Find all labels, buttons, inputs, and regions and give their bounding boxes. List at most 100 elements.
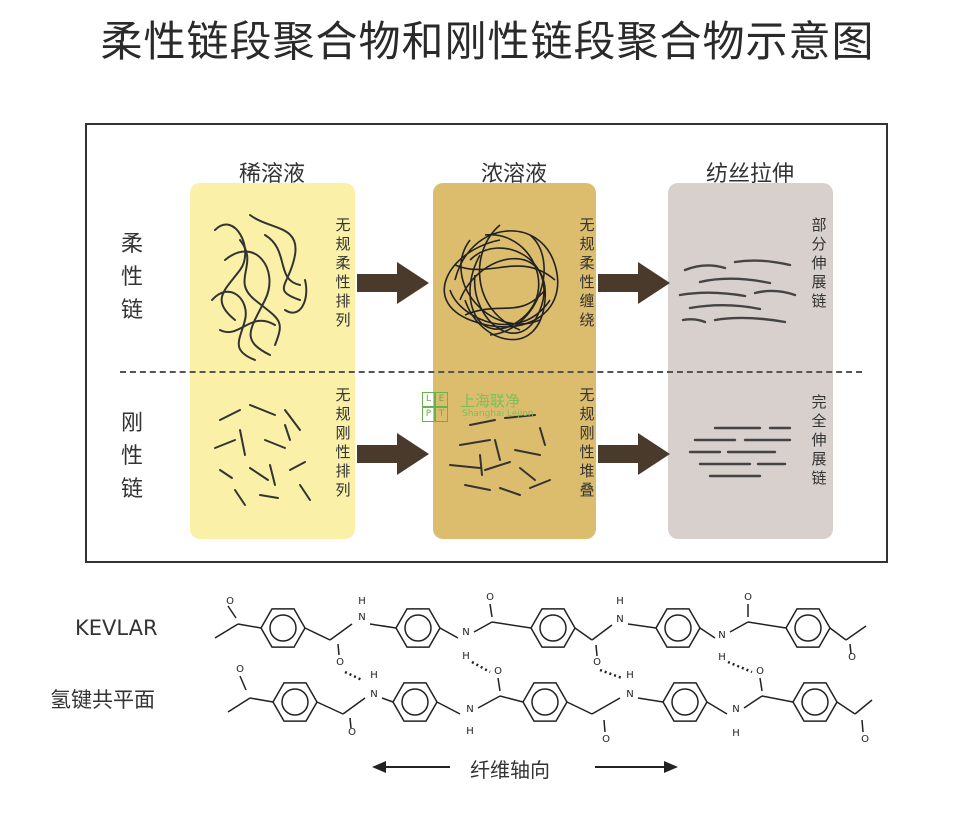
label-rigid-concentrated: 无规刚性堆叠: [579, 386, 595, 499]
fiber-axis-label: 纤维轴向: [470, 758, 550, 782]
hydrogen-bond-plane-label: 氢键共平面: [50, 688, 155, 712]
atom-n: N: [370, 689, 377, 700]
atom-n: N: [626, 689, 633, 700]
bond: [491, 621, 532, 629]
bond: [316, 701, 344, 715]
label-flex-concentrated: 无规柔性缠绕: [579, 216, 595, 329]
bond: [249, 697, 274, 703]
bond: [439, 627, 459, 639]
bond: [729, 621, 749, 633]
bond: [342, 697, 366, 715]
column-title-dilute: 稀溶液: [238, 162, 305, 187]
flexible-concentrated-tangle: [443, 224, 559, 341]
atom-o: O: [744, 592, 752, 603]
benzene-ring-circle: [671, 688, 699, 716]
atom-o: O: [236, 664, 244, 675]
label-flex-spinning: 部分伸展链: [811, 216, 827, 310]
atom-h: H: [626, 670, 634, 681]
bond: [349, 717, 352, 729]
bond: [829, 627, 847, 641]
benzene-ring-circle: [404, 614, 432, 642]
bond: [706, 701, 728, 715]
row-label-flexible-char: 柔性链: [120, 232, 143, 323]
column-title-spinning: 纺丝拉伸: [705, 162, 794, 187]
benzene-ring-circle: [794, 614, 822, 642]
bond: [369, 623, 397, 629]
atom-o: O: [756, 666, 764, 677]
bond: [237, 623, 262, 629]
diagram-frame: [85, 123, 888, 563]
atom-o: O: [348, 727, 356, 738]
arrow-flex-1: [357, 262, 429, 304]
wm-letter-l: L: [422, 392, 435, 407]
column-title-concentrated: 浓溶液: [480, 162, 547, 187]
bond: [566, 701, 593, 715]
label-rigid-dilute: 无规刚性排列: [335, 386, 351, 499]
atom-o: O: [861, 734, 869, 745]
kevlar-label: KEVLAR: [75, 616, 158, 640]
bond: [603, 719, 606, 733]
hydrogen-bond: [344, 670, 363, 682]
bond: [239, 675, 247, 691]
benzene-ring-circle: [539, 614, 567, 642]
row-divider: [120, 371, 862, 373]
atom-h: H: [732, 728, 740, 739]
row-label-rigid: 刚性链: [117, 407, 147, 506]
row-label-rigid-char: 刚性链: [120, 411, 143, 502]
row-label-flexible: 柔性链: [117, 228, 147, 327]
bond: [227, 605, 237, 619]
panel-spinning: [668, 183, 833, 539]
rigid-concentrated-rods: [449, 414, 551, 496]
bond: [759, 677, 763, 692]
flexible-dilute-chains: [211, 214, 308, 361]
bond: [304, 627, 331, 641]
label-flex-dilute: 无规柔性排列: [335, 216, 351, 329]
atom-o: O: [336, 657, 344, 668]
wm-letter-p: P: [422, 407, 435, 422]
bond: [227, 697, 251, 713]
bond: [854, 699, 873, 715]
bond: [595, 644, 598, 657]
bond: [637, 697, 664, 703]
bond: [329, 623, 353, 641]
bond: [497, 677, 501, 692]
watermark-cn: 上海联净: [460, 392, 521, 410]
benzene-ring-circle: [269, 614, 297, 642]
page-title: 柔性链段聚合物和刚性链段聚合物示意图: [100, 17, 875, 66]
bond: [836, 701, 856, 715]
atom-h: H: [466, 726, 474, 737]
hydrogen-bond: [599, 668, 623, 680]
bond: [489, 603, 493, 618]
atom-h: H: [370, 670, 378, 681]
bond: [849, 643, 852, 655]
atom-n: N: [616, 614, 623, 625]
bond: [591, 624, 613, 641]
bond: [761, 695, 794, 703]
bond: [477, 695, 501, 709]
wm-letter-e: E: [435, 392, 448, 407]
bond: [699, 627, 716, 639]
atom-n: N: [732, 704, 739, 715]
hydrogen-bond: [471, 660, 491, 674]
rigid-dilute-rods: [214, 404, 311, 506]
benzene-ring-circle: [664, 614, 692, 642]
label-rigid-spinning: 完全伸展链: [811, 393, 827, 487]
atom-h: H: [358, 596, 366, 607]
wm-letter-t: T: [435, 407, 448, 422]
bond: [473, 621, 493, 633]
atom-h: H: [462, 651, 470, 662]
bond: [591, 697, 621, 715]
bond: [214, 623, 239, 639]
atom-o: O: [494, 666, 502, 677]
arrow-rigid-1: [357, 433, 429, 475]
atom-o: O: [593, 657, 601, 668]
atom-h: H: [616, 596, 624, 607]
bond: [747, 621, 787, 629]
bond: [499, 695, 524, 703]
bond: [436, 701, 461, 715]
benzene-ring-circle: [531, 688, 559, 716]
rigid-spinning-rods: [688, 426, 792, 478]
bond: [743, 695, 763, 709]
atom-n: N: [358, 612, 365, 623]
